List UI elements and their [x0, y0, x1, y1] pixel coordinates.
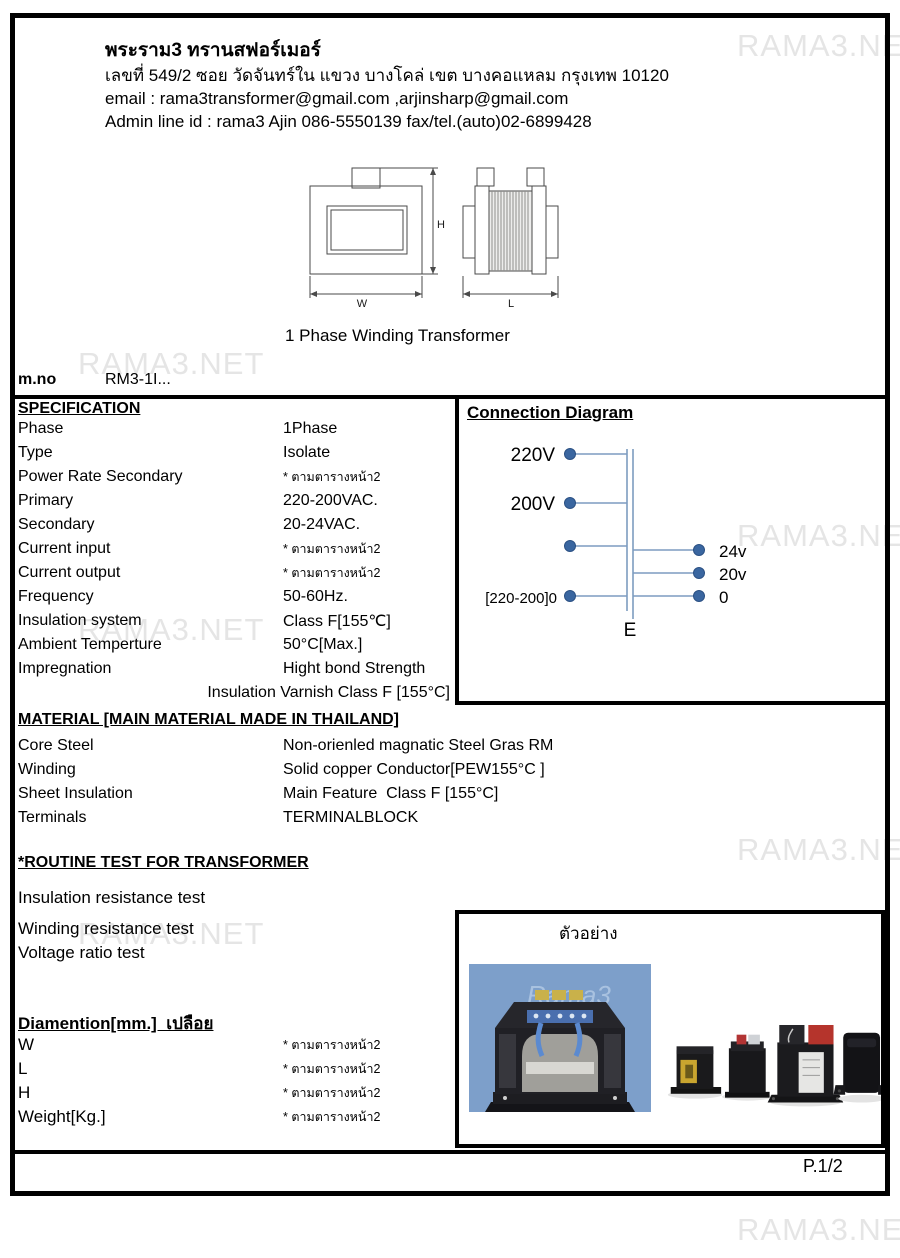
spec-row: Power Rate Secondary* ตามตารางหน้า2 [18, 468, 381, 485]
model-number-label: m.no [18, 371, 57, 388]
connection-diagram-box: Connection Diagram [455, 399, 885, 705]
model-number-row: m.no RM3-1I... [18, 371, 171, 389]
routine-test-item: Insulation resistance test [18, 888, 206, 907]
transformer-group-shapes [667, 1024, 881, 1107]
company-header: พระราม3 ทรานสฟอร์เมอร์ เลขที่ 549/2 ซอย … [105, 38, 669, 133]
transformer-dimension-drawing: H W L [309, 167, 559, 308]
rama3net-watermark: RAMA3.NET [78, 346, 265, 381]
dimension-table: W* ตามตารางหน้า2 L* ตามตารางหน้า2 H* ตาม… [18, 1033, 450, 1129]
coil-hatching [491, 191, 529, 271]
company-contact: Admin line id : rama3 Ajin 086-5550139 f… [105, 112, 592, 131]
transformer-photo-shapes [485, 990, 635, 1112]
sample-photo-transformer-group [667, 1024, 881, 1107]
routine-test-title: *ROUTINE TEST FOR TRANSFORMER [18, 854, 309, 871]
sample-photo-transformer-blue: Rama3 [469, 964, 651, 1112]
material-title: MATERIAL [MAIN MATERIAL MADE IN THAILAND… [18, 711, 399, 728]
specification-title: SPECIFICATION [18, 400, 141, 417]
connection-diagram: 220V 200V [220-200]0 24v 20v 0 E [485, 445, 747, 641]
terminal-dots [564, 448, 705, 602]
connection-diagram-title: Connection Diagram [467, 403, 634, 422]
rama3net-watermark: RAMA3.NET [737, 832, 900, 867]
rama3net-watermark: RAMA3.NET [737, 1212, 900, 1247]
earth-label: E [624, 620, 637, 641]
sample-title: ตัวอย่าง [559, 924, 618, 943]
rama3net-watermark: RAMA3.NET [737, 518, 900, 553]
page-number: P.1/2 [803, 1156, 843, 1176]
section-divider [10, 395, 890, 399]
dimension-row: H* ตามตารางหน้า2 [18, 1083, 381, 1102]
primary-terminal-label: [220-200]0 [485, 590, 557, 607]
secondary-terminal-label: 20v [719, 565, 747, 584]
sample-photos-box: ตัวอย่าง Rama3 [455, 910, 885, 1148]
secondary-terminal-label: 0 [719, 588, 728, 607]
dimension-row: Weight[Kg.]* ตามตารางหน้า2 [18, 1107, 381, 1126]
rama3net-watermark: RAMA3.NET [78, 916, 265, 951]
dim-label-l: L [508, 298, 514, 308]
company-address: เลขที่ 549/2 ซอย วัดจันทร์ใน แขวง บางโคล… [105, 66, 669, 85]
secondary-terminal-label: 24v [719, 542, 747, 561]
primary-terminal-label: 200V [511, 494, 556, 515]
dimension-row: L* ตามตารางหน้า2 [18, 1059, 381, 1078]
company-name: พระราม3 ทรานสฟอร์เมอร์ [105, 40, 321, 61]
spec-row: Current input* ตามตารางหน้า2 [18, 540, 381, 557]
company-email: email : rama3transformer@gmail.com ,arji… [105, 89, 569, 108]
impregnation-note: Insulation Varnish Class F [155°C] [207, 684, 450, 701]
spec-row: Current output* ตามตารางหน้า2 [18, 564, 381, 581]
rama3net-watermark: RAMA3.NET [78, 612, 265, 647]
dimension-row: W* ตามตารางหน้า2 [18, 1035, 381, 1054]
dim-label-w: W [357, 298, 368, 308]
routine-test-list: Insulation resistance test Winding resis… [18, 886, 205, 965]
dimension-arrows [310, 168, 558, 297]
model-number-value: RM3-1I... [105, 371, 171, 388]
drawing-caption: 1 Phase Winding Transformer [285, 326, 510, 345]
dimension-title: Diamention[mm.] เปลือย [18, 1014, 214, 1033]
primary-terminal-label: 220V [511, 445, 556, 466]
routine-test-item: Voltage ratio test [18, 943, 145, 962]
dim-label-h: H [437, 219, 445, 231]
rama3net-watermark: RAMA3.NET [737, 28, 900, 63]
winding-lines [570, 449, 699, 619]
routine-test-item: Winding resistance test [18, 919, 194, 938]
footer-divider [10, 1150, 890, 1154]
